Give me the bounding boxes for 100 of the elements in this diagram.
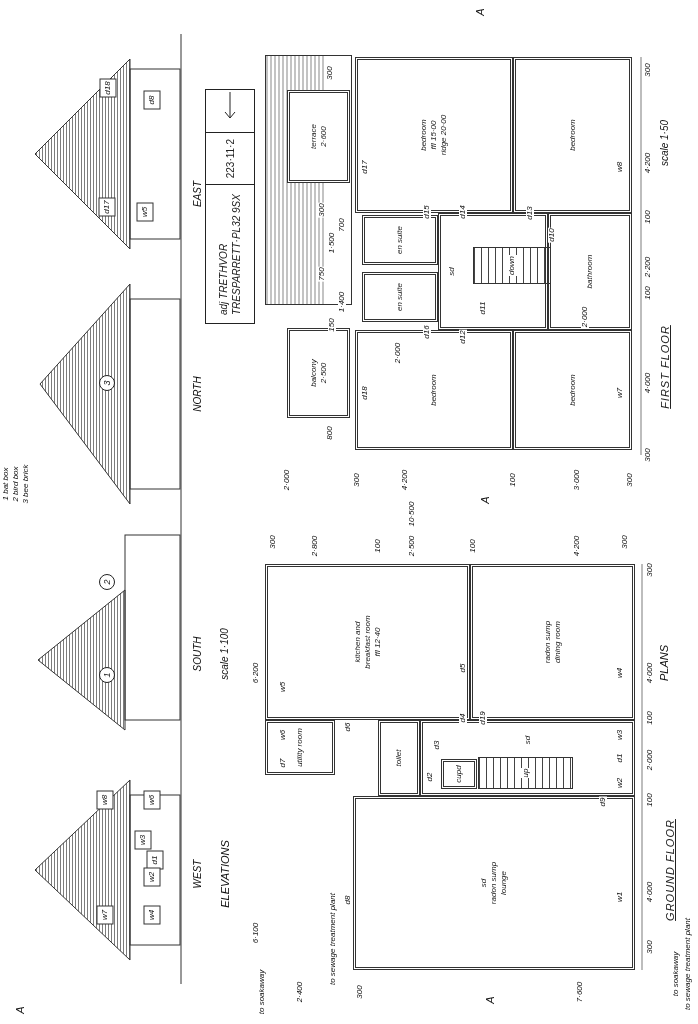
window-tag: w6 <box>279 728 287 742</box>
dimension-text: 100 <box>644 209 652 225</box>
stair-direction-label: up <box>520 767 531 779</box>
drain-note: to soakaway <box>258 968 266 1016</box>
window-tag: w2 <box>616 776 624 790</box>
dimension-text: 300 <box>356 984 364 1000</box>
sheet-heading: ELEVATIONS <box>219 839 231 909</box>
dimension-text: 10·500 <box>408 500 416 528</box>
dimension-text: 2·500 <box>408 534 416 558</box>
dimension-text: 150 <box>328 317 336 333</box>
room-label: cupd <box>454 765 464 783</box>
window-tag: w3 <box>139 833 147 847</box>
dimension-text: 300 <box>644 447 652 463</box>
window-tag: w5 <box>279 680 287 694</box>
room-label: radon sump <box>489 861 499 905</box>
view-title: SOUTH <box>193 635 203 673</box>
door-tag: d7 <box>279 757 287 769</box>
dimension-text: 300 <box>644 62 652 78</box>
callout-number: 1 <box>102 672 112 678</box>
door-tag: d4 <box>459 712 467 724</box>
room-label: en suite <box>395 283 405 311</box>
door-tag: d16 <box>423 324 431 340</box>
section-mark: A <box>479 495 491 505</box>
dimension-text: 2·000 <box>283 468 291 492</box>
door-tag: d9 <box>599 796 607 808</box>
room-label: kitchen and <box>352 621 363 663</box>
room-label: ridge 20·00 <box>439 114 449 156</box>
room-label: bathroom <box>585 254 595 289</box>
window-tag: w5 <box>141 205 149 219</box>
room-label: bedroom <box>429 374 439 406</box>
dimension-text: 300 <box>353 472 361 488</box>
dimension-text: 300 <box>626 472 634 488</box>
dimension-text: 100 <box>646 792 654 808</box>
window-tag: w6 <box>148 793 156 807</box>
drain-note: to sewage treatment plant <box>684 916 692 1012</box>
room-label: sd <box>447 267 457 276</box>
dimension-text: 2·000 <box>581 305 589 329</box>
room-label: en suite <box>395 226 405 254</box>
dimension-text: 800 <box>326 425 334 441</box>
dimension-text: 6·100 <box>252 921 260 945</box>
dimension-text: 100 <box>469 538 477 554</box>
room-label: ffl 12·40 <box>372 627 383 657</box>
room-label: toilet <box>394 749 404 767</box>
callout-number: 3 <box>102 380 112 386</box>
view-title: NORTH <box>193 375 203 413</box>
door-tag: d1 <box>616 752 624 764</box>
room-label: balcony <box>308 359 319 387</box>
window-tag: w3 <box>616 728 624 742</box>
room-label: breakfast room <box>362 615 373 669</box>
title-block <box>205 89 255 324</box>
callout-circle <box>99 574 115 590</box>
door-tag: d2 <box>426 771 434 783</box>
dimension-text: 300 <box>269 534 277 550</box>
dimension-text: 2·000 <box>394 341 402 365</box>
scale-note: scale 1·100 <box>220 627 230 681</box>
dimension-text: 2·800 <box>311 534 319 558</box>
dimension-text: 750 <box>318 266 326 282</box>
room-label: bedroom <box>419 119 429 151</box>
room-label: dining room <box>552 621 563 663</box>
note: 1 bat box <box>2 466 10 502</box>
door-tag: d15 <box>423 204 431 220</box>
door-tag: d18 <box>361 385 369 401</box>
room-label: sd <box>479 878 489 888</box>
room-label: utility room <box>295 728 305 767</box>
dimension-text: 4·200 <box>573 534 581 558</box>
window-tag: w4 <box>148 908 156 922</box>
site-address: adj TRETHVOR TRESPARRETT·PL32 9SX <box>217 193 243 317</box>
window-tag: w2 <box>148 870 156 884</box>
drawing-number: 223·11·2 <box>206 132 254 186</box>
dimension-text: 4·000 <box>646 880 654 904</box>
stair-direction-label: down <box>507 254 517 277</box>
door-tag: d12 <box>459 329 467 345</box>
view-title: WEST <box>193 858 203 890</box>
room-label: bedroom <box>567 119 578 151</box>
dimension-text: 3·000 <box>573 468 581 492</box>
door-tag: d8 <box>148 94 156 106</box>
window-tag: w7 <box>101 908 109 922</box>
dimension-text: 300 <box>621 534 629 550</box>
dimension-text: 300 <box>646 939 654 955</box>
dimension-text: 100 <box>644 285 652 301</box>
plan-heading: GROUND FLOOR <box>664 819 676 921</box>
door-tag: d1 <box>151 854 159 866</box>
terrace-outline <box>287 90 350 183</box>
dimension-text: 4·200 <box>401 468 409 492</box>
dimension-text: 2·000 <box>646 748 654 772</box>
room-label: lounge <box>499 871 509 895</box>
dimension-text: 300 <box>326 65 334 81</box>
room-label: bedroom <box>567 374 578 406</box>
door-tag: d10 <box>548 227 556 243</box>
dimension-text: 100 <box>646 710 654 726</box>
dimension-text: 4·000 <box>644 371 652 395</box>
note: 2 bird box <box>12 465 20 503</box>
dimension-text: 300 <box>318 202 326 218</box>
door-tag: d11 <box>479 300 487 316</box>
room-label: ffl 15·00 <box>429 120 439 150</box>
dimension-text: 300 <box>646 562 654 578</box>
door-tag: d18 <box>104 80 112 96</box>
dimension-text: 7·600 <box>576 980 584 1004</box>
dimension-text: 1·400 <box>338 290 346 314</box>
door-tag: d3 <box>433 739 441 751</box>
